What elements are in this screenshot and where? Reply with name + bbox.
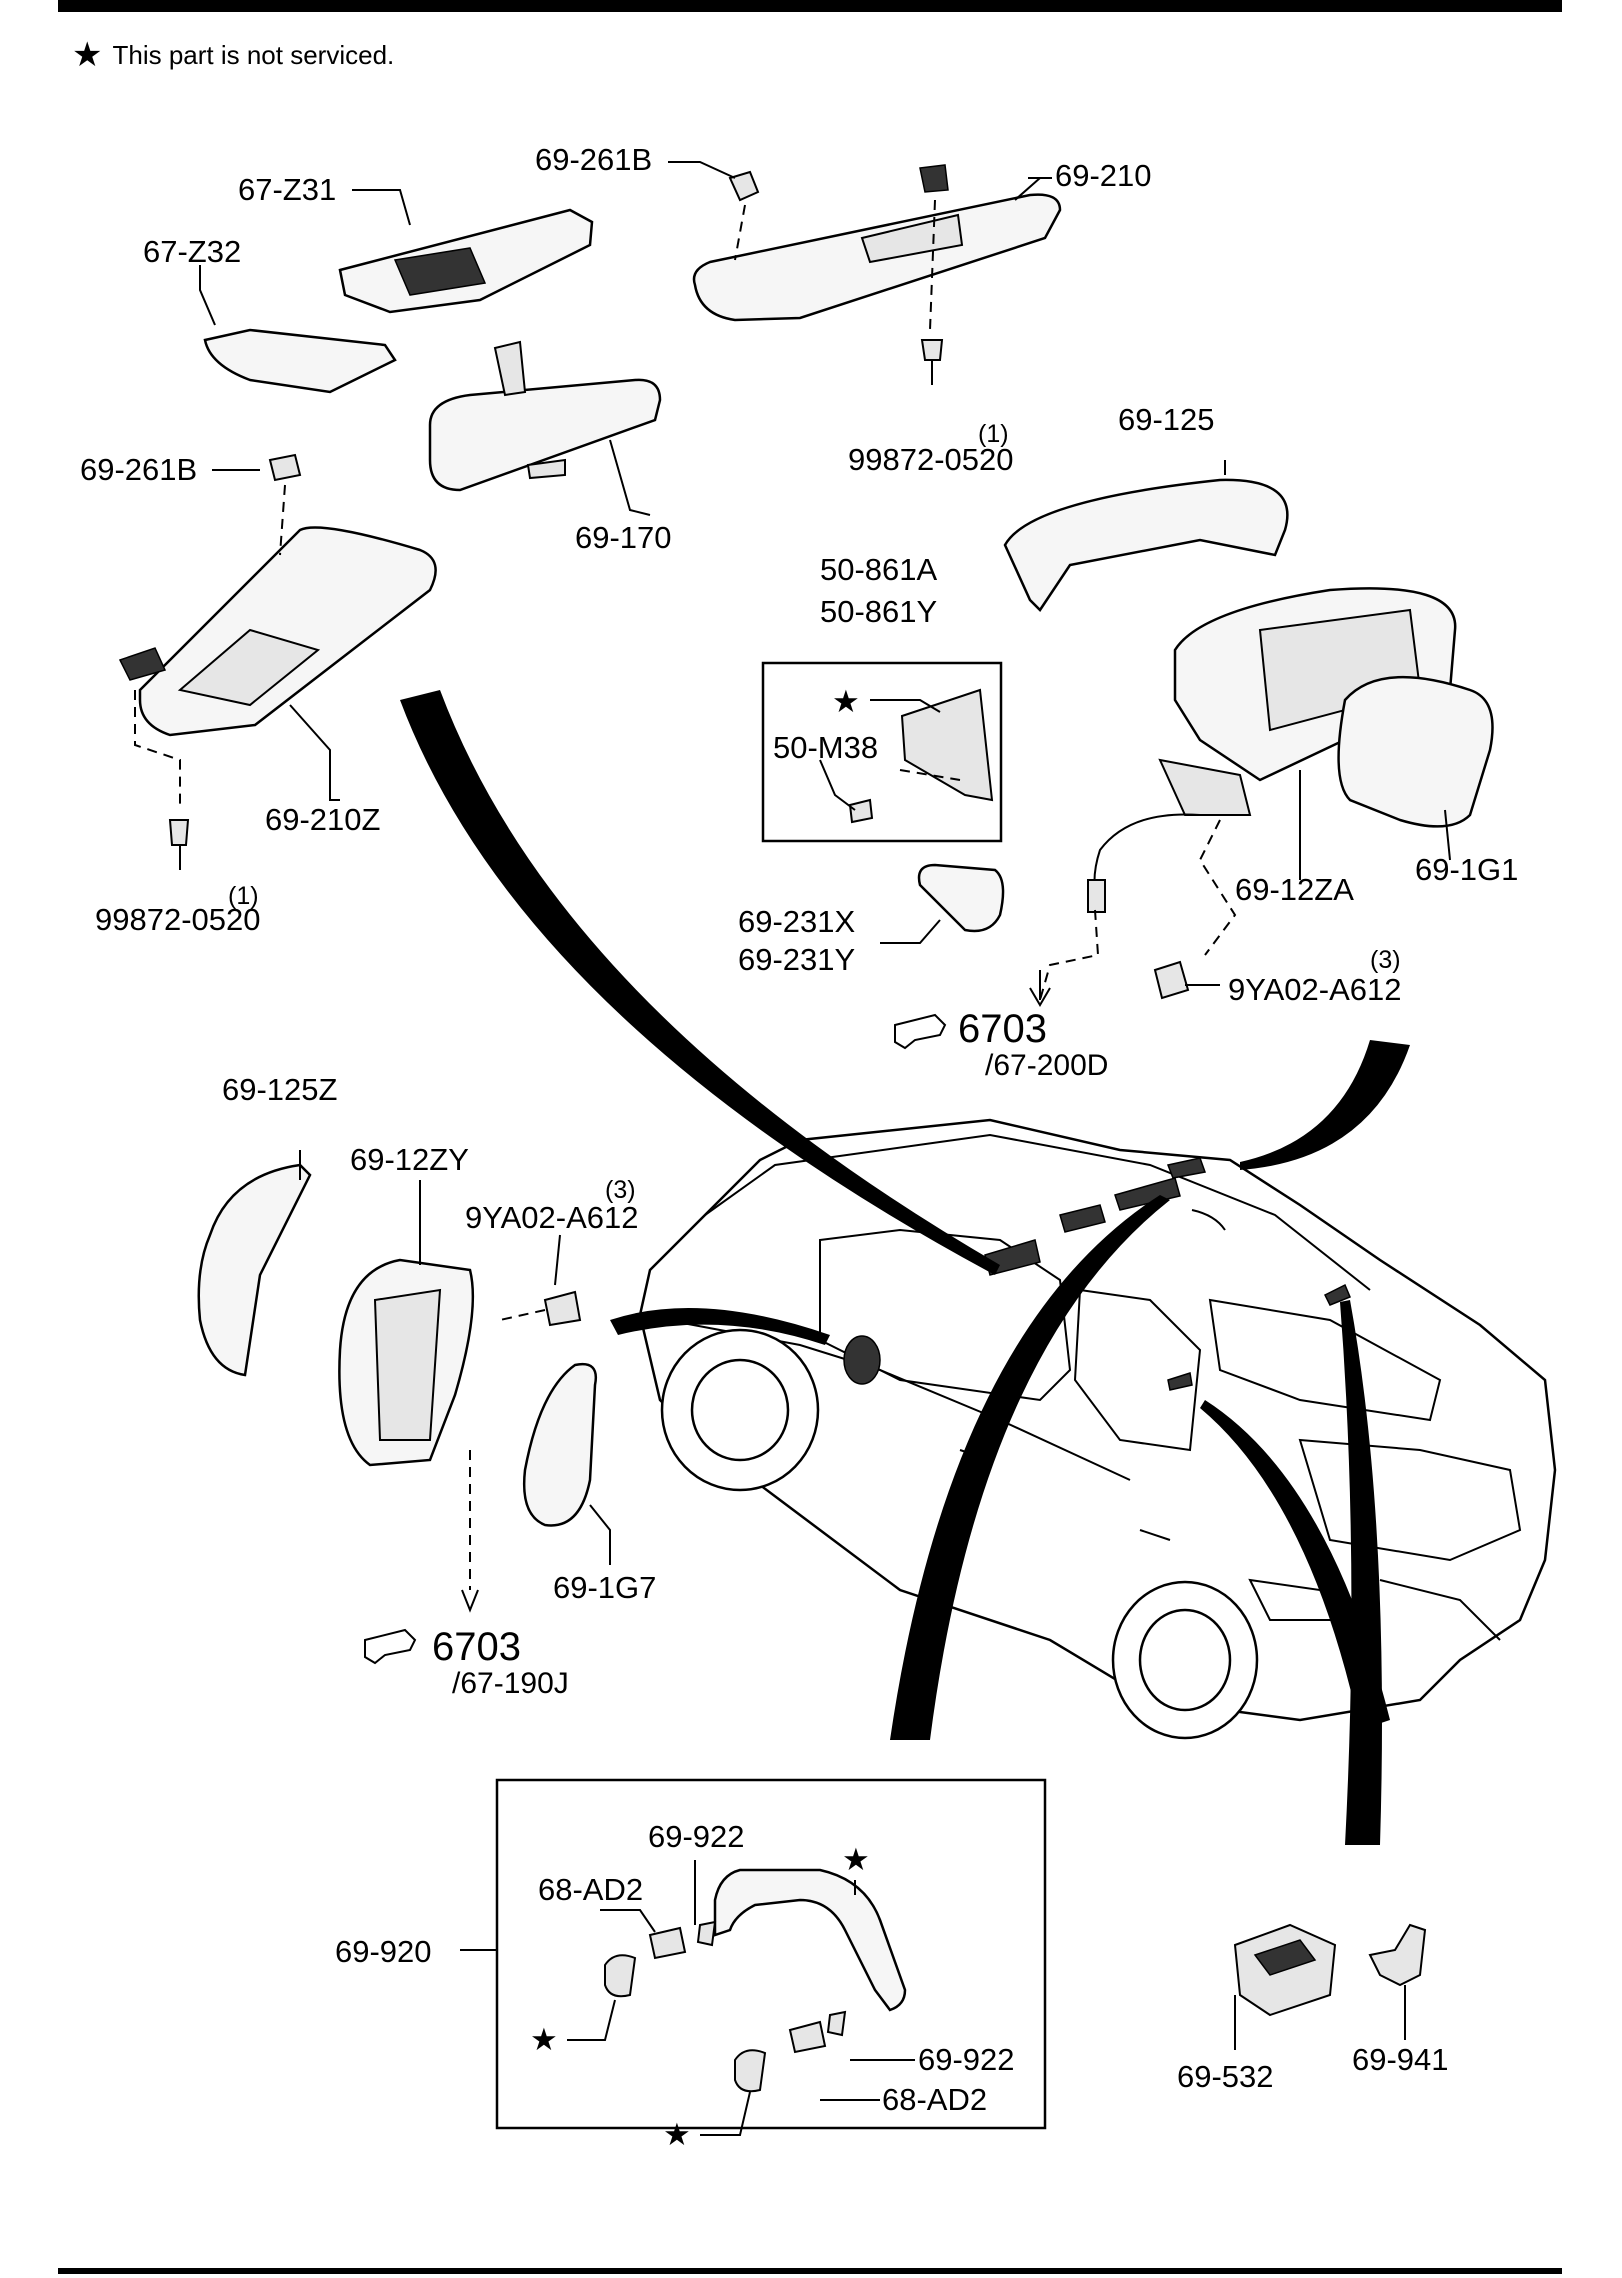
label-69-922-top: 69-922	[648, 1819, 745, 1854]
swoosh-grip	[890, 1195, 1170, 1740]
swoosh-sunvisor	[400, 690, 1000, 1275]
bottom-rule	[58, 2268, 1562, 2274]
bracket-box: 50-861A 50-861Y 50-M38 ★	[761, 552, 1003, 843]
label-68-ad2-top: 68-AD2	[538, 1872, 643, 1907]
car-illustration	[638, 1118, 1557, 1740]
label-69-261b-left: 69-261B	[80, 452, 197, 487]
part-69-941	[1368, 1923, 1427, 1987]
star-grip-left: ★	[530, 2022, 558, 2057]
part-69-210z	[138, 526, 437, 737]
label-69-231x: 69-231X	[738, 904, 856, 939]
label-69-922-bottom: 69-922	[918, 2042, 1015, 2077]
part-50-861a	[900, 688, 994, 802]
label-69-210: 69-210	[1055, 158, 1152, 193]
label-69-170: 69-170	[575, 520, 672, 555]
label-50-861y: 50-861Y	[820, 594, 937, 629]
star-icon: ★	[72, 36, 103, 74]
part-69-170	[428, 378, 662, 492]
assist-grip-box: 69-922 68-AD2 69-920 69-922 68-AD2 ★ ★ ★	[335, 1778, 1047, 2152]
label-69-12zy: 69-12ZY	[350, 1142, 469, 1177]
qty-99872-top: (1)	[978, 420, 1009, 448]
label-69-125: 69-125	[1118, 402, 1215, 437]
not-serviced-note: ★ This part is not serviced.	[72, 38, 394, 72]
label-69-1g1: 69-1G1	[1415, 852, 1518, 887]
label-69-532: 69-532	[1177, 2059, 1274, 2094]
label-67-z31: 67-Z31	[238, 172, 336, 207]
label-50-m38: 50-M38	[773, 730, 878, 765]
swoosh-mirror-left	[610, 1308, 830, 1345]
star-grip-bottom: ★	[663, 2117, 691, 2152]
hand-icon-left	[364, 1628, 417, 1665]
label-9ya02-a612-left: 9YA02-A612	[465, 1200, 639, 1235]
label-99872-0520-top: 99872-0520	[848, 442, 1014, 477]
label-69-231y: 69-231Y	[738, 942, 855, 977]
label-99872-0520-left: 99872-0520	[95, 902, 261, 937]
ref-number-right: 6703	[958, 1007, 1047, 1051]
qty-9ya02-right: (3)	[1370, 946, 1401, 974]
qty-99872-left: (1)	[228, 882, 259, 910]
label-69-210z: 69-210Z	[265, 802, 380, 837]
switch-and-clip-parts: 69-532 69-941	[1177, 1923, 1449, 2094]
part-69-125	[1003, 478, 1289, 612]
hand-icon-right	[894, 1013, 947, 1050]
label-68-ad2-bottom: 68-AD2	[882, 2082, 987, 2117]
top-rule	[58, 0, 1562, 12]
part-69-1g1	[1337, 675, 1494, 828]
swoosh-mirror-right	[1240, 1040, 1410, 1170]
overhead-console-parts: 67-Z31 67-Z32	[143, 172, 594, 394]
label-67-z32: 67-Z32	[143, 234, 241, 269]
callout-swooshes	[400, 690, 1410, 1845]
rearview-mirror-part: 69-170	[428, 340, 672, 555]
sunvisor-left-parts: 69-261B 69-210Z (1) 99872-0520	[80, 452, 437, 937]
label-69-261b-top: 69-261B	[535, 142, 652, 177]
note-text: This part is not serviced.	[112, 39, 395, 70]
label-50-861a: 50-861A	[820, 552, 938, 587]
part-69-920	[713, 1868, 907, 2012]
star-grip-top: ★	[842, 1842, 870, 1877]
qty-9ya02-left: (3)	[605, 1176, 636, 1204]
label-69-1g7: 69-1G7	[553, 1570, 656, 1605]
ref-sub-left: /67-190J	[452, 1667, 569, 1700]
label-69-920: 69-920	[335, 1934, 432, 1969]
label-69-125z: 69-125Z	[222, 1072, 337, 1107]
part-69-1g7	[523, 1362, 598, 1527]
label-9ya02-a612-right: 9YA02-A612	[1228, 972, 1402, 1007]
swoosh-clip	[1200, 1400, 1390, 1730]
sunvisor-right-parts: 69-261B 69-210 (1) 99872-0520	[535, 142, 1152, 477]
part-69-125z	[197, 1163, 312, 1377]
star-bracket: ★	[832, 684, 860, 719]
part-67-z32	[203, 328, 397, 394]
outer-mirror-left-parts: 69-125Z 69-12ZY (3) 9YA02-A612 69-1G7 67…	[197, 1072, 656, 1700]
label-69-12za: 69-12ZA	[1235, 872, 1354, 907]
part-69-231x	[917, 863, 1005, 933]
ref-sub-right: /67-200D	[985, 1049, 1108, 1082]
outer-mirror-right-parts: 69-125 69-12ZA 69-1G1 69-231X 69-231Y (3…	[738, 402, 1518, 1082]
label-69-941: 69-941	[1352, 2042, 1449, 2077]
ref-number-left: 6703	[432, 1625, 521, 1669]
